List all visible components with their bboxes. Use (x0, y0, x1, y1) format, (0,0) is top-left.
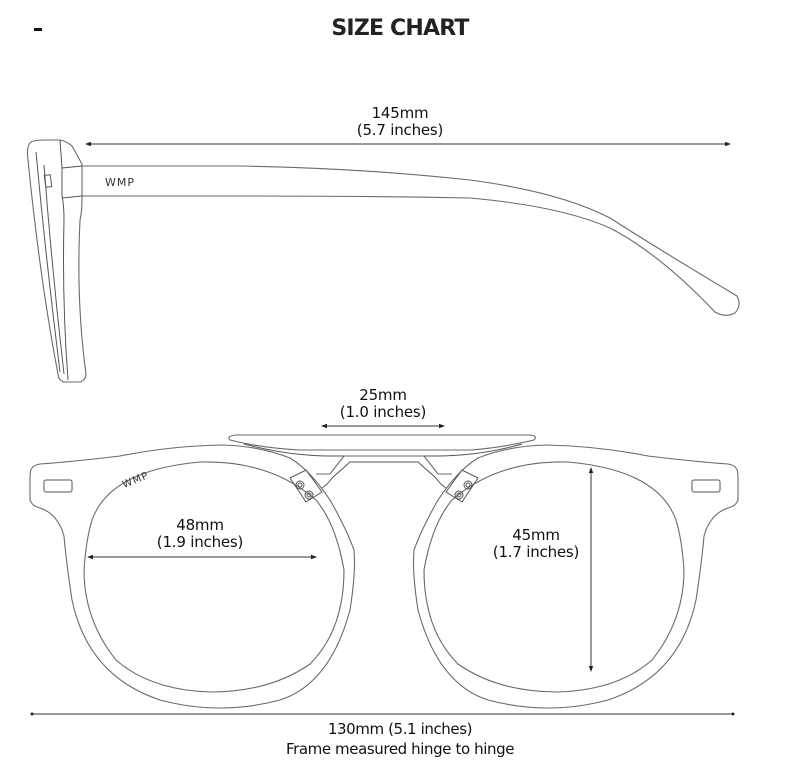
page-title: SIZE CHART (331, 16, 469, 41)
side-logo: WMP (105, 176, 135, 189)
lens-width-label: 48mm (1.9 inches) (120, 517, 280, 551)
front-view: WMP (29, 423, 739, 716)
collapse-marker[interactable] (34, 28, 42, 31)
lens-width-mm: 48mm (176, 516, 224, 534)
temple-length-mm: 145mm (371, 104, 429, 122)
bridge-width-mm: 25mm (359, 386, 407, 404)
front-logo: WMP (121, 470, 151, 491)
frame-width-label: 130mm (5.1 inches) (327, 720, 473, 738)
lens-height-label: 45mm (1.7 inches) (456, 527, 616, 561)
bridge-width-inches: (1.0 inches) (339, 403, 427, 421)
lens-height-mm: 45mm (512, 526, 560, 544)
bridge-width-label: 25mm (1.0 inches) (300, 387, 466, 421)
side-view: WMP (26, 139, 740, 383)
lens-height-inches: (1.7 inches) (492, 543, 580, 561)
temple-length-inches: (5.7 inches) (356, 121, 444, 139)
lens-width-inches: (1.9 inches) (156, 533, 244, 551)
temple-length-label: 145mm (5.7 inches) (310, 105, 490, 139)
frame-width-note: Frame measured hinge to hinge (285, 740, 515, 758)
